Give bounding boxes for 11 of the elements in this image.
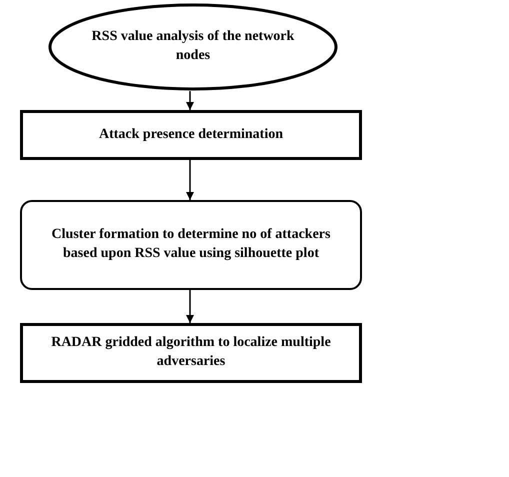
process-box (20, 323, 362, 383)
arrow (186, 160, 194, 200)
process-box (20, 200, 362, 290)
step-text: RSS value analysis of the network nodes (90, 28, 296, 65)
start-ellipse (48, 3, 338, 91)
process-box (20, 110, 362, 160)
step-text: Attack presence determination (98, 126, 284, 144)
arrow (186, 91, 194, 110)
step-text: RADAR gridded algorithm to localize multiple adversaries (50, 334, 332, 371)
arrow (186, 290, 194, 323)
step-text: Cluster formation to determine no of attackers based upon RSS value using silhouette plot (50, 226, 332, 263)
